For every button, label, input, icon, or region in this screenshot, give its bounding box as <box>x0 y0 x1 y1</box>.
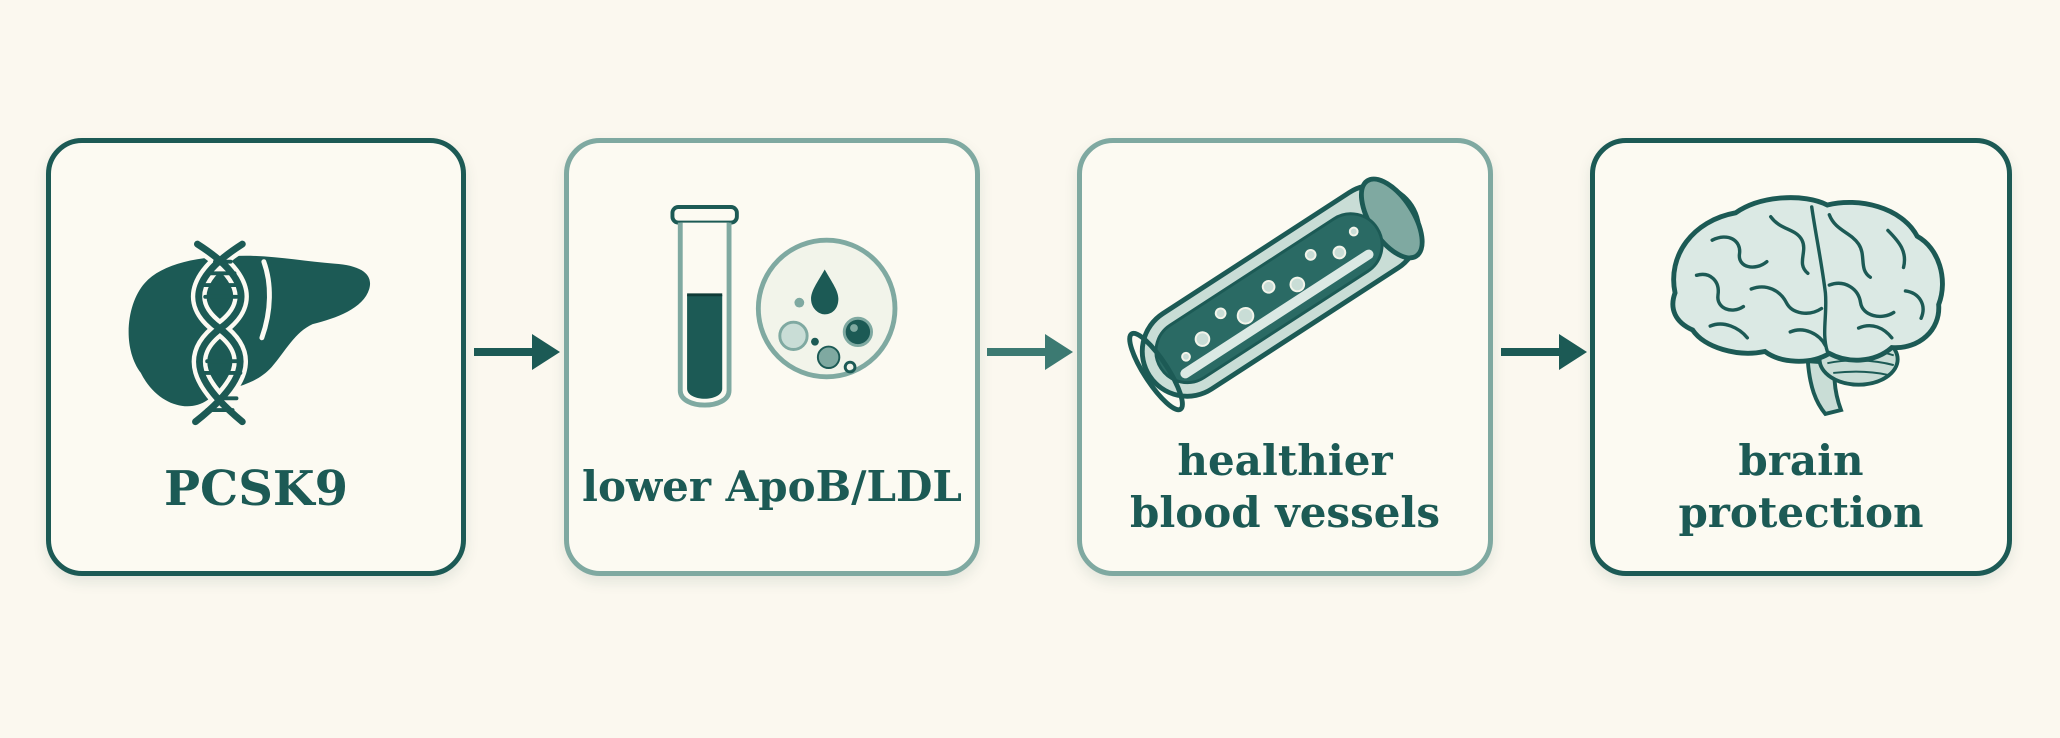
step-label: brain protection <box>1595 435 2007 539</box>
step-blood-vessels-box: healthier blood vessels <box>1077 138 1493 576</box>
step-label-line: blood vessels <box>1129 488 1441 537</box>
liver-dna-icon <box>128 236 371 430</box>
step-label: PCSK9 <box>163 461 349 517</box>
arrow-right-icon <box>987 334 1073 370</box>
lipid-particles-icon <box>755 237 898 380</box>
test-tube-lipid-particles-icon <box>670 205 898 408</box>
step-label-line: healthier <box>1177 436 1393 485</box>
blood-vessel-icon <box>1127 176 1425 413</box>
arrow-right-icon <box>474 334 560 370</box>
step-label: healthier blood vessels <box>1082 435 1488 539</box>
dna-helix-icon <box>187 236 251 430</box>
step-apob-ldl-box: lower ApoB/LDL <box>564 138 980 576</box>
step-pcsk9-box: PCSK9 <box>46 138 466 576</box>
test-tube-icon <box>670 205 739 408</box>
step-brain-protection-box: brain protection <box>1590 138 2012 576</box>
step-label-line: brain <box>1738 436 1864 485</box>
arrow-right-icon <box>1501 334 1587 370</box>
step-label: lower ApoB/LDL <box>582 462 962 511</box>
step-label-line: protection <box>1678 488 1924 537</box>
brain-icon <box>1670 195 1945 417</box>
